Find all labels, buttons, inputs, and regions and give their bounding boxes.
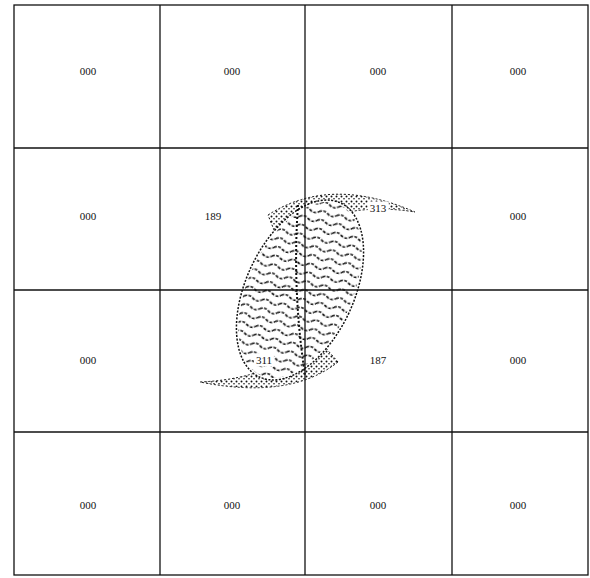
cell-value: 000 (368, 499, 389, 512)
cell-value: 311 (254, 354, 274, 367)
cell-value: 000 (78, 499, 99, 512)
cell-value: 000 (508, 499, 529, 512)
cell-value: 189 (203, 210, 224, 223)
cell-value: 313 (368, 202, 389, 215)
cell-value: 000 (508, 354, 529, 367)
grid-lines (14, 5, 588, 575)
cell-value: 000 (508, 210, 529, 223)
cell-value: 000 (368, 65, 389, 78)
cell-value: 000 (222, 499, 243, 512)
cell-value: 000 (222, 65, 243, 78)
cell-value: 000 (78, 210, 99, 223)
cell-value: 000 (78, 65, 99, 78)
cell-value: 187 (368, 354, 389, 367)
cell-value: 000 (78, 354, 99, 367)
cell-value: 000 (508, 65, 529, 78)
